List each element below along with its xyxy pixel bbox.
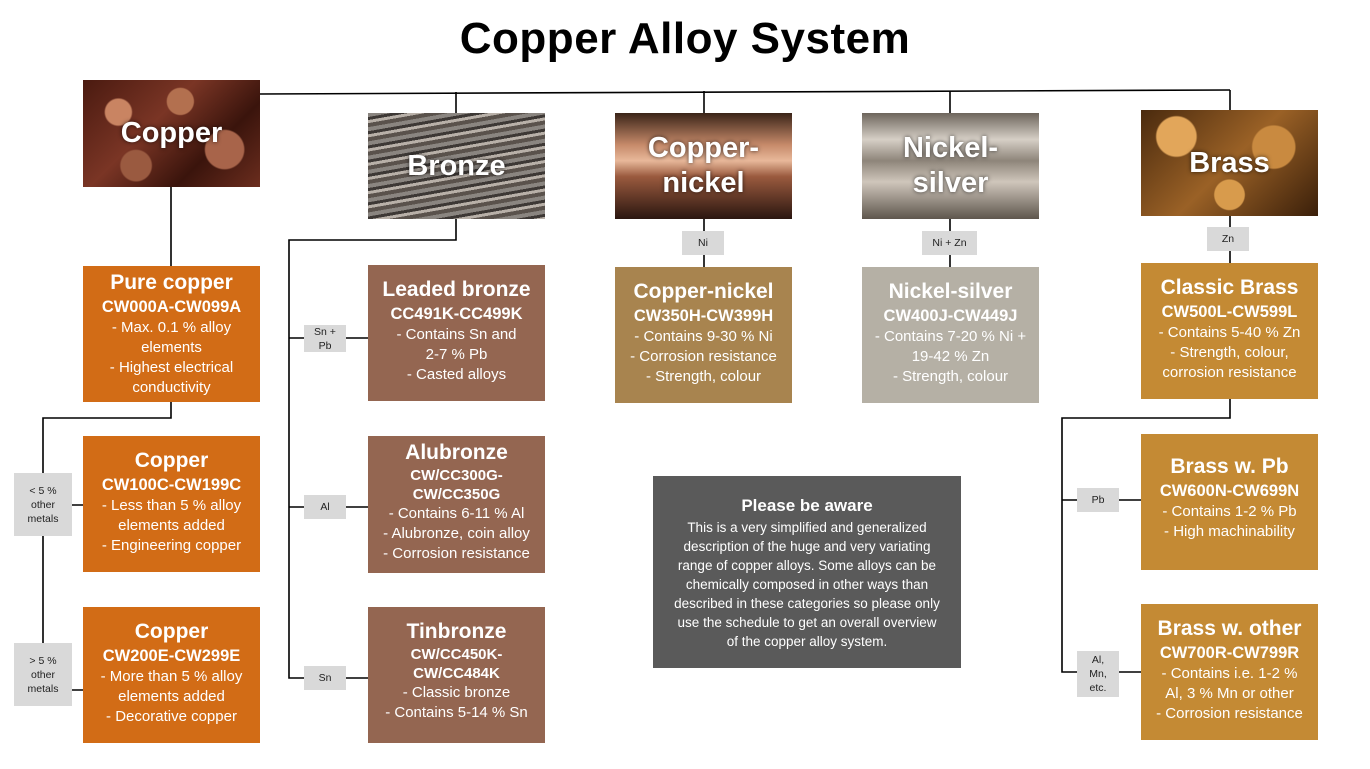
- box-code: CW/CC450K- CW/CC484K: [410, 646, 503, 682]
- box-brass-other: Brass w. other CW700R-CW799R - Contains …: [1141, 604, 1318, 740]
- box-title: Brass w. other: [1157, 617, 1302, 640]
- box-code: CW100C-CW199C: [101, 476, 242, 494]
- box-line: - Corrosion resistance: [383, 545, 530, 562]
- group-bronze-image: Bronze: [368, 113, 545, 219]
- box-brass-pb: Brass w. Pb CW600N-CW699N - Contains 1-2…: [1141, 434, 1318, 570]
- box-line: - Decorative copper: [106, 708, 237, 725]
- box-title: Tinbronze: [406, 620, 507, 643]
- notice-box: Please be aware This is a very simplifie…: [653, 476, 961, 668]
- notice-line: This is a very simplified and generalize…: [687, 520, 927, 535]
- box-line: - Contains 6-11 % Al: [388, 505, 525, 522]
- box-code: CW350H-CW399H: [633, 307, 774, 325]
- box-line: elements added: [118, 517, 225, 534]
- notice-line: chemically composed in other ways than: [685, 577, 929, 592]
- box-line: - Strength, colour,: [1170, 344, 1289, 361]
- tag-al-mn-etc: Al, Mn, etc.: [1077, 651, 1119, 697]
- box-line: - Contains 5-40 % Zn: [1158, 324, 1301, 341]
- box-line: - Contains 5-14 % Sn: [385, 704, 528, 721]
- group-brass-image: Brass: [1141, 110, 1318, 216]
- box-line: - More than 5 % alloy: [100, 668, 243, 685]
- box-line: - Alubronze, coin alloy: [383, 525, 530, 542]
- box-line: - Max. 0.1 % alloy: [111, 319, 232, 336]
- tag-ni-zn: Ni + Zn: [922, 231, 977, 255]
- notice-heading: Please be aware: [741, 496, 873, 515]
- group-copper-nickel-label: Copper- nickel: [647, 132, 760, 199]
- box-line: 19-42 % Zn: [911, 348, 990, 365]
- box-copper-nickel: Copper-nickel CW350H-CW399H - Contains 9…: [615, 267, 792, 403]
- box-title: Copper: [134, 620, 209, 643]
- tag-zn: Zn: [1207, 227, 1249, 251]
- box-line: - Casted alloys: [406, 366, 507, 383]
- group-nickel-silver-image: Nickel- silver: [862, 113, 1039, 219]
- box-code: CC491K-CC499K: [390, 305, 523, 323]
- tag-al: Al: [304, 495, 346, 519]
- box-code: CW500L-CW599L: [1161, 303, 1298, 321]
- box-code: CW200E-CW299E: [102, 647, 241, 665]
- box-alubronze: Alubronze CW/CC300G- CW/CC350G - Contain…: [368, 436, 545, 573]
- box-line: elements: [141, 339, 202, 356]
- box-title: Copper: [134, 449, 209, 472]
- box-line: - Corrosion resistance: [630, 348, 777, 365]
- box-title: Copper-nickel: [633, 280, 774, 303]
- box-copper-low: Copper CW100C-CW199C - Less than 5 % all…: [83, 436, 260, 572]
- box-classic-brass: Classic Brass CW500L-CW599L - Contains 5…: [1141, 263, 1318, 399]
- box-title: Leaded bronze: [382, 278, 531, 301]
- tag-lt5-other-metals: < 5 % other metals: [14, 473, 72, 536]
- box-line: - Contains i.e. 1-2 %: [1161, 665, 1298, 682]
- group-copper-image: Copper: [83, 80, 260, 187]
- box-line: - Strength, colour: [645, 368, 762, 385]
- box-nickel-silver: Nickel-silver CW400J-CW449J - Contains 7…: [862, 267, 1039, 403]
- box-title: Classic Brass: [1160, 276, 1299, 299]
- notice-line: of the copper alloy system.: [726, 634, 888, 649]
- tag-pb: Pb: [1077, 488, 1119, 512]
- box-title: Alubronze: [405, 441, 508, 464]
- box-line: - Corrosion resistance: [1156, 705, 1303, 722]
- box-line: - Engineering copper: [101, 537, 242, 554]
- box-line: - Contains Sn and: [396, 326, 517, 343]
- box-line: Al, 3 % Mn or other: [1165, 685, 1294, 702]
- box-line: corrosion resistance: [1162, 364, 1297, 381]
- box-title: Pure copper: [110, 271, 233, 294]
- page-title: Copper Alloy System: [459, 14, 911, 63]
- group-copper-nickel-image: Copper- nickel: [615, 113, 792, 219]
- box-title: Brass w. Pb: [1170, 455, 1289, 478]
- group-brass-label: Brass: [1189, 146, 1270, 179]
- box-copper-high: Copper CW200E-CW299E - More than 5 % all…: [83, 607, 260, 743]
- box-code: CW700R-CW799R: [1159, 644, 1300, 662]
- box-line: - Contains 7-20 % Ni +: [874, 328, 1027, 345]
- connector-top-bus: [259, 89, 1231, 95]
- box-code: CW400J-CW449J: [883, 307, 1018, 325]
- box-line: - Classic bronze: [402, 684, 511, 701]
- notice-line: described in these categories so please …: [674, 596, 940, 611]
- box-line: - Less than 5 % alloy: [101, 497, 242, 514]
- notice-line: description of the huge and very variati…: [683, 539, 931, 554]
- box-line: conductivity: [132, 379, 211, 396]
- group-nickel-silver-label: Nickel- silver: [902, 132, 999, 199]
- box-line: 2-7 % Pb: [425, 346, 488, 363]
- box-line: - Contains 1-2 % Pb: [1162, 503, 1297, 520]
- box-leaded-bronze: Leaded bronze CC491K-CC499K - Contains S…: [368, 265, 545, 401]
- tag-gt5-other-metals: > 5 % other metals: [14, 643, 72, 706]
- box-tinbronze: Tinbronze CW/CC450K- CW/CC484K - Classic…: [368, 607, 545, 743]
- box-code: CW600N-CW699N: [1159, 482, 1300, 500]
- notice-line: use the schedule to get an overall overv…: [677, 615, 937, 630]
- group-copper-label: Copper: [120, 117, 223, 150]
- box-line: - Contains 9-30 % Ni: [634, 328, 773, 345]
- box-line: - Strength, colour: [892, 368, 1009, 385]
- box-line: elements added: [118, 688, 225, 705]
- tag-sn-pb: Sn + Pb: [304, 325, 346, 352]
- tag-ni: Ni: [682, 231, 724, 255]
- notice-line: range of copper alloys. Some alloys can …: [677, 558, 937, 573]
- group-bronze-label: Bronze: [407, 149, 506, 182]
- box-pure-copper: Pure copper CW000A-CW099A - Max. 0.1 % a…: [83, 266, 260, 402]
- tag-sn: Sn: [304, 666, 346, 690]
- box-code: CW000A-CW099A: [101, 298, 242, 316]
- box-code: CW/CC300G- CW/CC350G: [410, 467, 503, 503]
- box-line: - High machinability: [1164, 523, 1295, 540]
- box-title: Nickel-silver: [888, 280, 1013, 303]
- box-line: - Highest electrical: [109, 359, 234, 376]
